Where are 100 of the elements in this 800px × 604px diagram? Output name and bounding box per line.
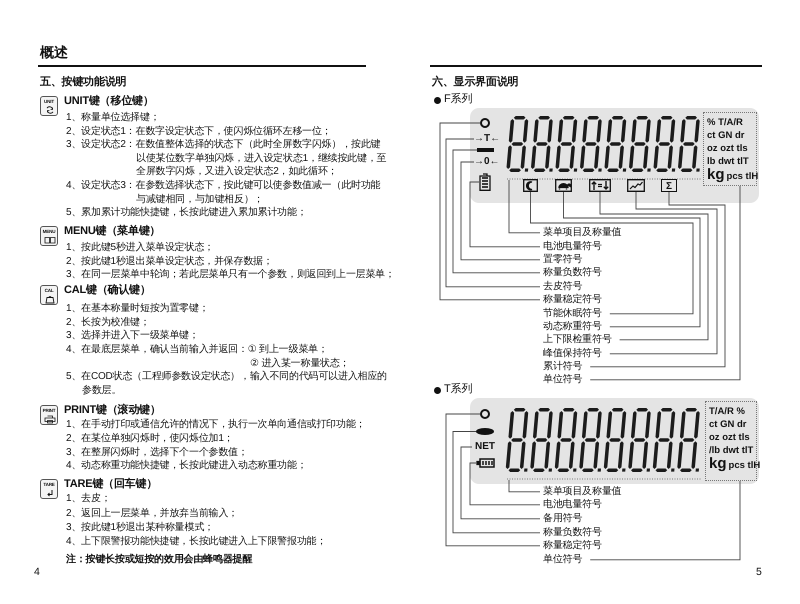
list-item: ② 进入某一称量状态； <box>250 357 350 370</box>
leader-line <box>590 192 726 368</box>
leader-line <box>452 150 540 274</box>
list-item: 5、在COD状态（工程师参数设定状态），输入不同的代码可以进入相应的参数层。 <box>66 370 388 398</box>
list-item: 2、在某位单独闪烁时，使闪烁位加1； <box>66 432 234 446</box>
sigma-symbol: Σ <box>661 179 677 192</box>
unit-symbols: /lb dwt tlT <box>709 444 754 457</box>
symbol-label: 上下限检重符号 <box>540 333 620 347</box>
minus-bar <box>476 428 494 435</box>
symbol-label: 菜单项目及称量值 <box>540 485 630 499</box>
battery-icon <box>479 173 491 191</box>
leader-line <box>609 192 718 354</box>
page-heading: 概述 <box>40 46 68 60</box>
section-heading: 六、显示界面说明 <box>432 76 518 90</box>
moon-icon <box>523 179 538 192</box>
symbol-label: 动态称重符号 <box>540 320 610 334</box>
seven-segment-display <box>505 114 701 180</box>
symbol-label: 备用符号 <box>540 512 590 526</box>
leader-line <box>563 192 700 328</box>
list-item: 3、设定状态2：在数值整体选择的状态下（此时全屏数字闪烁），按此键以使某位数字单独闪烁，进入设定状态1，继续按此键，至全屏数字闪烁，又进入设定状态2，如此循环； <box>66 138 388 179</box>
list-item: 2、按此键1秒退出菜单设定状态，并保存数据； <box>66 255 273 268</box>
list-item: 1、在手动打印或通信允许的情况下，执行一次单向通信或打印功能； <box>66 418 366 432</box>
page-number: 4 <box>34 566 40 580</box>
list-item: 3、在同一层菜单中轮询；若此层菜单只有一个参数，则返回到上一层菜单； <box>66 268 395 282</box>
zero-symbol: →0← <box>474 156 498 168</box>
unit-symbols: oz ozt tls <box>707 142 749 155</box>
lcd-panel <box>470 398 759 484</box>
key-heading: MENU键（菜单键） <box>64 225 160 239</box>
list-item: 2、返回上一层菜单，并放弃当前输入； <box>66 507 238 521</box>
seven-segment-display <box>505 406 701 480</box>
lcd-panel <box>470 108 759 203</box>
tare-symbol: →T← <box>474 133 498 145</box>
unit-symbols: ct GN dr <box>709 418 748 431</box>
net-symbol: NET <box>472 441 498 453</box>
symbol-label: 称量负数符号 <box>540 266 610 280</box>
unit-symbols: lb dwt tlT <box>707 155 750 168</box>
symbol-label: 电池电量符号 <box>540 498 610 512</box>
leader-line <box>460 446 540 520</box>
list-item: 5、累加累计功能快捷键，长按此键进入累加累计功能； <box>66 206 307 220</box>
leader-line <box>590 186 740 380</box>
note-text: 注：按键长按或短按的效用会由蜂鸣器提醒 <box>66 553 252 567</box>
unit-symbols: pcs tlH <box>726 170 758 183</box>
symbol-label: 去皮符号 <box>540 280 590 294</box>
list-item: 4、在最底层菜单，确认当前输入并返回：① 到上一级菜单； <box>66 343 328 357</box>
leader-line <box>460 162 540 260</box>
leader-line <box>446 414 540 546</box>
symbol-label: 单位符号 <box>540 553 590 567</box>
list-item: 1、在基本称量时短按为置零键； <box>66 302 209 316</box>
list-item: 3、在整屏闪烁时，选择下个一个参数值； <box>66 446 248 460</box>
key-heading: TARE键（回车键） <box>64 478 158 492</box>
unit-symbols: oz ozt tls <box>709 431 751 444</box>
unit-symbols: % T/A/R <box>707 116 744 129</box>
leader-line <box>470 182 540 248</box>
symbol-label: 峰值保持符号 <box>540 347 610 361</box>
leader-line <box>452 431 540 534</box>
list-item: 3、选择并进入下一级菜单键； <box>66 329 199 343</box>
symbol-label: 节能休眠符号 <box>540 307 610 321</box>
symbol-label: 菜单项目及称量值 <box>540 226 630 240</box>
unit-symbols: ct GN dr <box>707 129 746 142</box>
key-heading: PRINT键（滚动键） <box>64 404 161 418</box>
subsection-heading: F系列 <box>444 93 472 107</box>
minus-bar <box>477 148 494 152</box>
list-item: 4、上下限警报功能快捷键，长按此键进入上下限警报功能； <box>66 535 326 549</box>
key-heading: UNIT键（移位键） <box>64 95 154 109</box>
leader-line <box>440 122 540 300</box>
leader-line <box>530 192 694 314</box>
symbol-label: 称量负数符号 <box>540 526 610 540</box>
list-item: 4、设定状态3：在参数选择状态下，按此键可以使参数值减一（此时功能与减键相同，与加键相反）； <box>66 179 382 206</box>
unit-symbols: kg <box>707 168 725 181</box>
symbol-label: 单位符号 <box>540 373 590 387</box>
unit-symbols: T/A/R % <box>709 405 746 418</box>
unit-symbols-panel <box>703 112 757 186</box>
page-number: 5 <box>756 566 762 580</box>
symbol-label: 置零符号 <box>540 253 590 267</box>
list-item: 1、称量单位选择键； <box>66 111 160 125</box>
unit-symbols: kg <box>709 457 727 470</box>
list-item: 2、长按为校准键； <box>66 316 150 330</box>
key-heading: CAL键（确认键） <box>64 284 151 298</box>
symbol-label: 累计符号 <box>540 360 590 374</box>
stability-circle <box>480 118 490 128</box>
list-item: 2、设定状态1：在数字设定状态下，使闪烁位循环左移一位； <box>66 125 332 138</box>
leader-line <box>590 480 740 560</box>
limit-arrows-icon <box>589 179 611 192</box>
leader-line <box>470 462 540 506</box>
turtle-icon <box>555 179 572 192</box>
subsection-heading: T系列 <box>444 383 472 397</box>
list-item: 3、按此键1秒退出某种称量模式； <box>66 521 214 535</box>
leader-line <box>446 138 540 288</box>
battery-icon <box>476 458 495 468</box>
symbol-label: 称量稳定符号 <box>540 539 610 553</box>
trend-chart-icon <box>627 179 645 192</box>
unit-symbols: pcs tlH <box>728 459 760 472</box>
symbol-label: 称量稳定符号 <box>540 293 610 307</box>
leader-line <box>508 180 540 234</box>
list-item: 1、按此键5秒进入菜单设定状态； <box>66 241 214 255</box>
section-heading: 五、按键功能说明 <box>40 76 126 90</box>
leader-line <box>600 192 708 340</box>
list-item: 1、去皮； <box>66 492 111 506</box>
symbol-label: 电池电量符号 <box>540 240 610 254</box>
list-item: 4、动态称重功能快捷键，长按此键进入动态称重功能； <box>66 459 307 473</box>
